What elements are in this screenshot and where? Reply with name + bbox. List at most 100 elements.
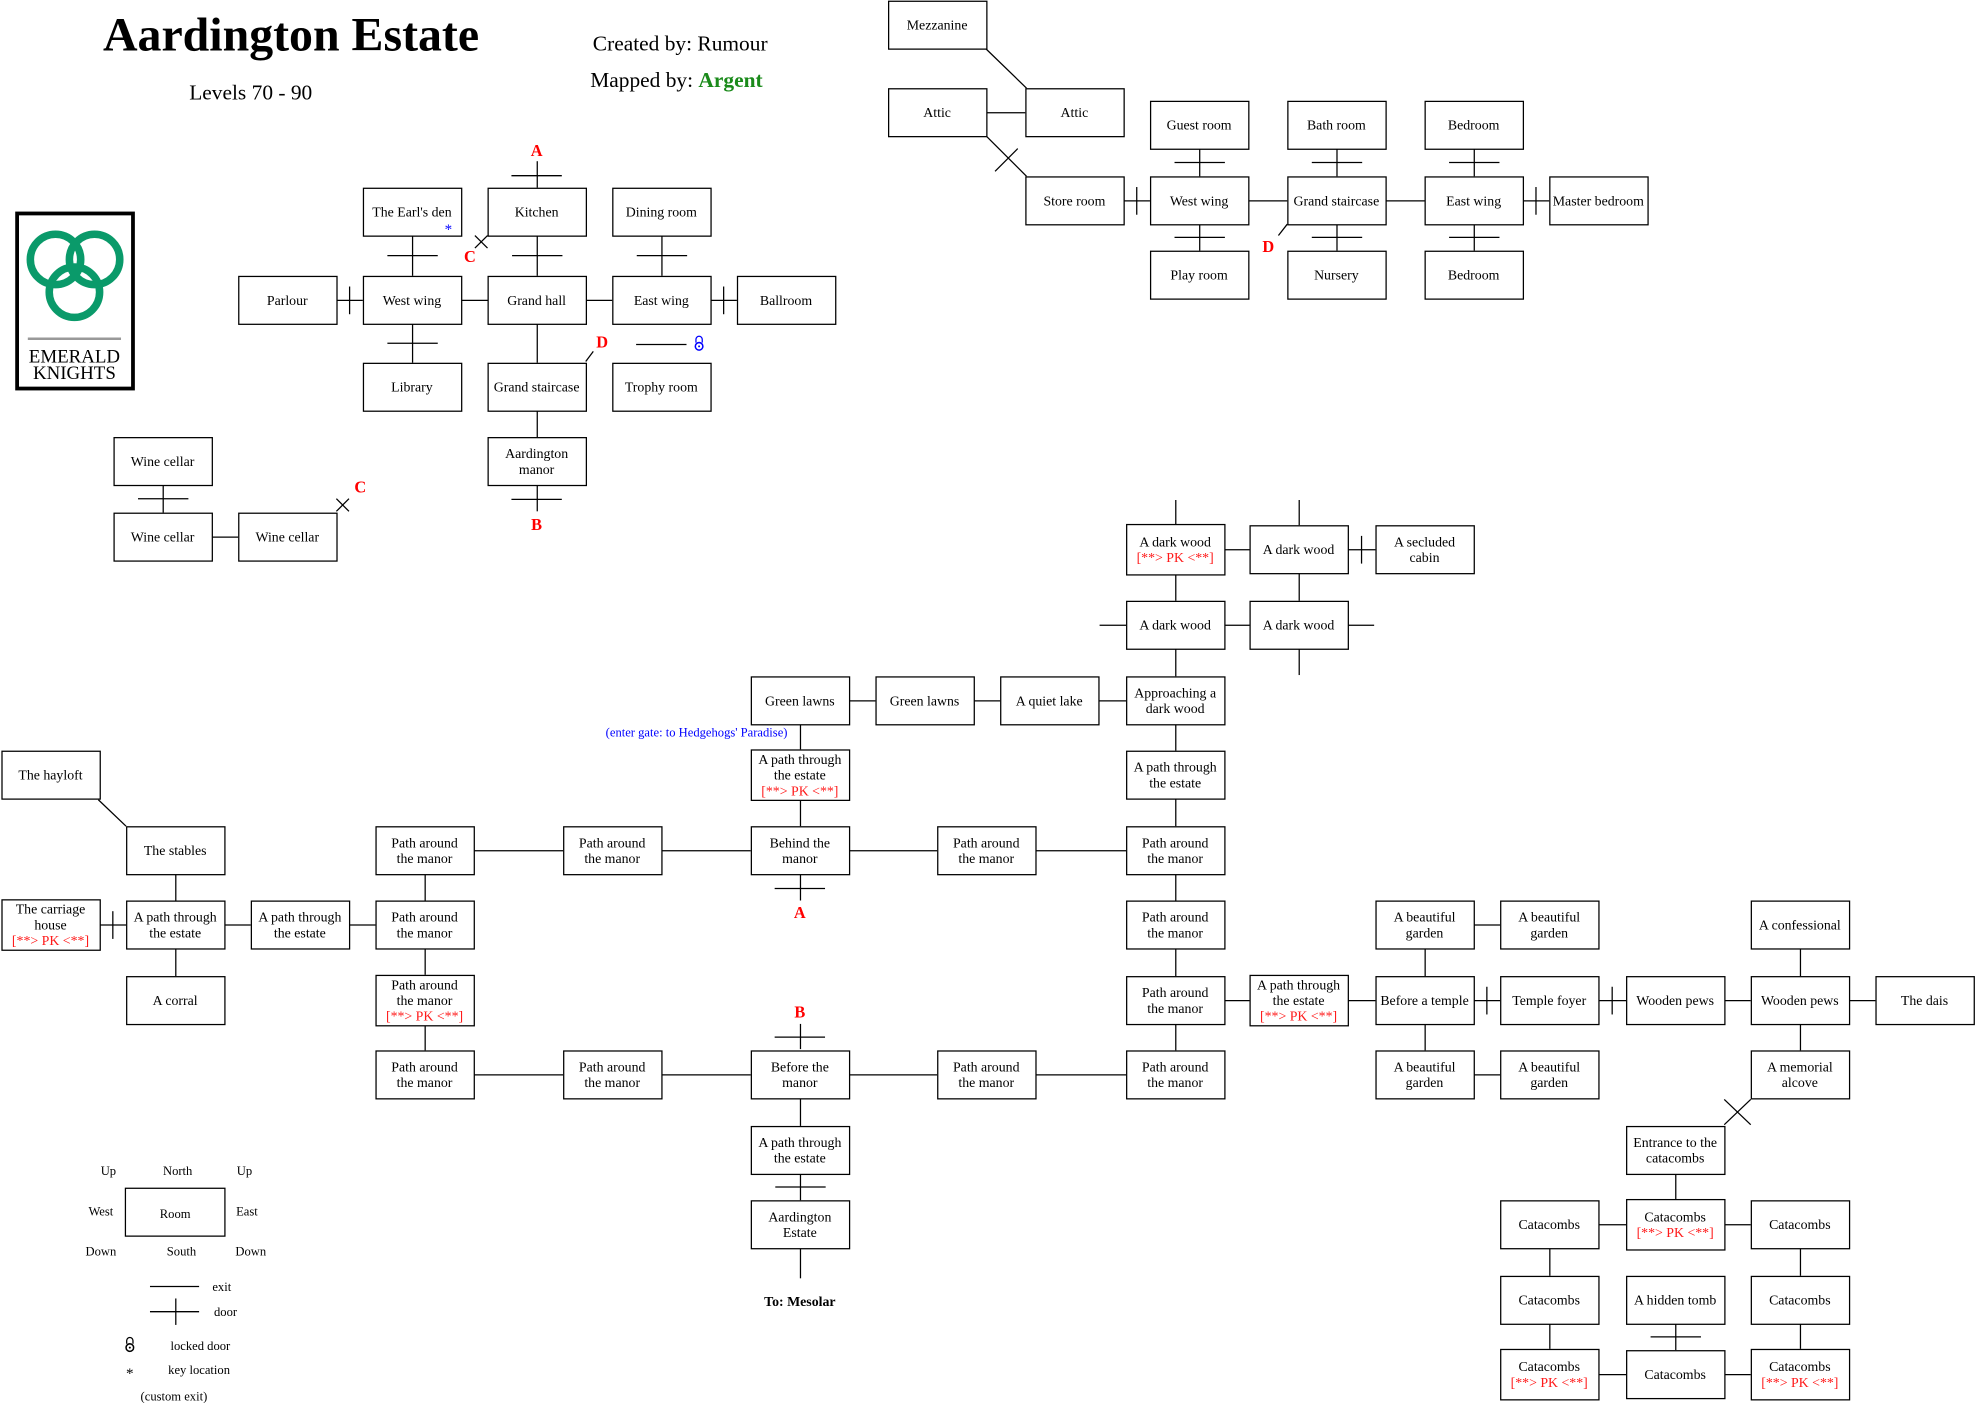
room-nursery[interactable]: Nursery [1287, 250, 1387, 300]
room-stables[interactable]: The stables [126, 826, 226, 876]
room-dw3[interactable]: A dark wood [1126, 600, 1226, 650]
room-name-line: the manor [584, 851, 640, 866]
room-dw1[interactable]: A dark wood[**> PK <**] [1126, 523, 1226, 576]
pk-warning: [**> PK <**] [1137, 550, 1214, 565]
room-ballroom[interactable]: Ballroom [736, 275, 837, 325]
room-guest[interactable]: Guest room [1149, 100, 1250, 150]
room-trophy[interactable]: Trophy room [612, 362, 712, 412]
room-c9[interactable]: Catacombs[**> PK <**] [1750, 1348, 1851, 1401]
room-parlour[interactable]: Parlour [238, 275, 338, 325]
room-dining[interactable]: Dining room [612, 187, 712, 237]
room-wc3[interactable]: Wine cellar [238, 512, 338, 562]
room-ghall[interactable]: Grand hall [487, 275, 588, 325]
room-tomb[interactable]: A hidden tomb [1626, 1275, 1726, 1325]
room-name-line: the estate [774, 1151, 826, 1166]
room-gl1[interactable]: Green lawns [750, 676, 851, 726]
room-name: A corral [153, 993, 198, 1008]
room-name: Dining room [626, 205, 697, 220]
legend-south: South [167, 1245, 197, 1259]
room-name-line: A quiet lake [1016, 693, 1083, 708]
room-box [750, 1050, 851, 1100]
room-bed2[interactable]: Bedroom [1424, 250, 1525, 300]
room-bath[interactable]: Bath room [1287, 100, 1387, 150]
room-box [1500, 900, 1600, 950]
room-lake[interactable]: A quiet lake [1000, 676, 1100, 726]
room-pews2[interactable]: Wooden pews [1750, 976, 1851, 1026]
room-bed1[interactable]: Bedroom [1424, 100, 1525, 150]
room-gs2[interactable]: Grand staircase [1287, 176, 1387, 226]
exit-marker-a: A [794, 903, 806, 922]
room-box [750, 749, 851, 801]
room-ewing[interactable]: East wing [612, 275, 712, 325]
room-ww2[interactable]: West wing [1149, 176, 1250, 226]
room-c3[interactable]: Catacombs [1750, 1200, 1851, 1250]
room-c6[interactable]: Catacombs [1750, 1275, 1851, 1325]
room-hayloft[interactable]: The hayloft [1, 750, 101, 800]
room-temple[interactable]: Before a temple [1375, 976, 1475, 1026]
room-dais[interactable]: The dais [1875, 976, 1975, 1026]
room-wwing[interactable]: West wing [362, 275, 463, 325]
room-pews1[interactable]: Wooden pews [1626, 976, 1726, 1026]
room-attic2[interactable]: Attic [1025, 88, 1125, 138]
room-play[interactable]: Play room [1149, 250, 1250, 300]
room-dw2[interactable]: A dark wood [1249, 525, 1349, 575]
room-c1[interactable]: Catacombs [1500, 1200, 1600, 1250]
room-wc2[interactable]: Wine cellar [113, 512, 213, 562]
room-den[interactable]: The Earl's den [362, 187, 463, 237]
exit-to-mesolar: To: Mesolar [764, 1294, 835, 1309]
room-library[interactable]: Library [362, 362, 463, 412]
room-store[interactable]: Store room [1025, 176, 1125, 226]
room-c2[interactable]: Catacombs[**> PK <**] [1626, 1198, 1726, 1251]
room-wc1[interactable]: Wine cellar [113, 437, 213, 487]
room-c7[interactable]: Catacombs[**> PK <**] [1500, 1348, 1600, 1401]
room-confess[interactable]: A confessional [1750, 900, 1851, 950]
room-gstair[interactable]: Grand staircase [487, 362, 588, 412]
legend-east: East [236, 1204, 258, 1218]
room-master[interactable]: Master bedroom [1549, 176, 1649, 226]
room-dw4[interactable]: A dark wood [1249, 600, 1349, 650]
room-foyer[interactable]: Temple foyer [1500, 976, 1600, 1026]
room-mezz[interactable]: Mezzanine [888, 0, 988, 50]
room-gl2[interactable]: Green lawns [875, 676, 975, 726]
room-name-line: Dining room [626, 205, 697, 220]
room-c8[interactable]: Catacombs [1626, 1350, 1726, 1400]
room-c4[interactable]: Catacombs [1500, 1275, 1600, 1325]
room-ew2[interactable]: East wing [1424, 176, 1525, 226]
room-kitchen[interactable]: Kitchen [487, 187, 588, 237]
room-corral[interactable]: A corral [126, 976, 226, 1026]
room-attic1[interactable]: Attic [888, 88, 988, 138]
